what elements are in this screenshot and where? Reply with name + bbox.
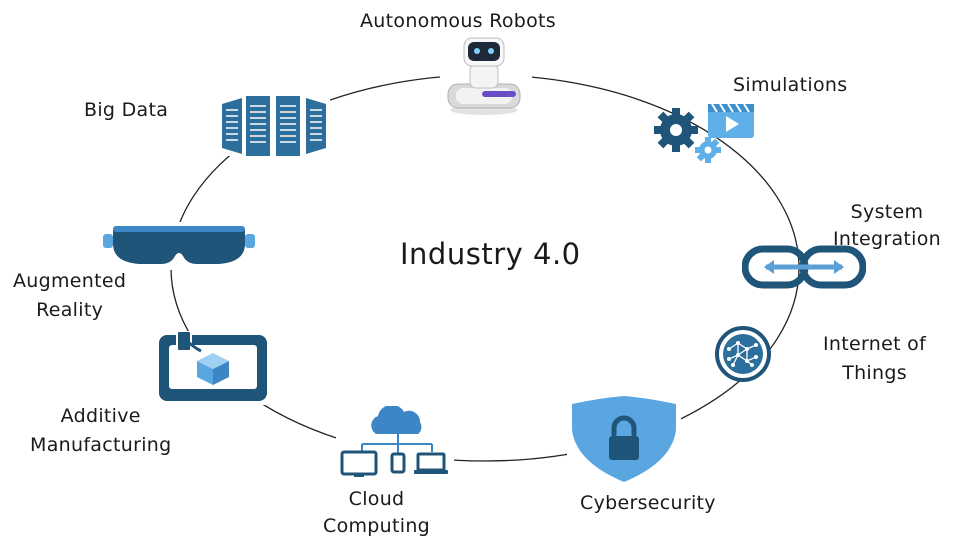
shield-lock-icon <box>567 396 681 482</box>
robot-icon <box>440 34 532 116</box>
network-globe-icon <box>715 326 771 382</box>
label-autonomous-robots: Autonomous Robots <box>360 10 556 32</box>
label-cloud-computing: Cloud Computing <box>323 488 431 537</box>
vr-headset-icon <box>101 222 257 270</box>
label-big-data: Big Data <box>84 99 169 121</box>
label-cybersecurity: Cybersecurity <box>580 492 716 514</box>
label-system-integration: System Integration <box>833 201 941 250</box>
label-simulations: Simulations <box>733 74 848 96</box>
server-racks-icon <box>218 96 330 156</box>
gears-video-icon <box>654 103 754 163</box>
label-augmented-reality: Augmented Reality <box>13 270 127 321</box>
linked-rings-icon <box>742 245 866 289</box>
cloud-devices-icon <box>336 406 454 478</box>
3d-printer-icon <box>155 331 271 405</box>
label-additive-manufacturing: Additive Manufacturing <box>30 405 172 456</box>
center-title: Industry 4.0 <box>400 237 581 271</box>
label-internet-of-things: Internet of Things <box>823 333 927 384</box>
